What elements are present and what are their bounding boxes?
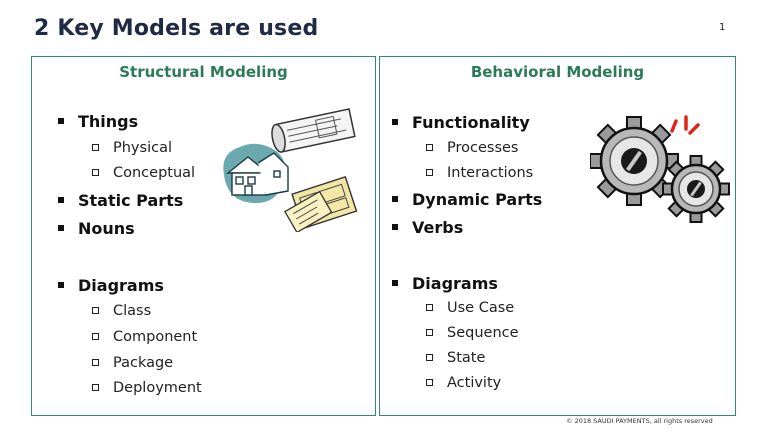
item-label: Nouns <box>78 219 135 238</box>
structural-modeling-heading: Structural Modeling <box>119 63 288 81</box>
sub-list-item: Class <box>92 303 151 319</box>
sub-list-item: Interactions <box>426 165 533 181</box>
sub-item-label: Class <box>113 303 152 319</box>
sub-item-label: Deployment <box>113 380 202 396</box>
sub-list-item: Physical <box>92 140 172 156</box>
sub-item-label: Package <box>113 355 174 371</box>
sub-list-item: Processes <box>426 140 518 156</box>
sub-list-item: Deployment <box>92 380 202 396</box>
page-number: 1 <box>719 22 726 33</box>
list-item: Functionality <box>392 113 530 132</box>
sub-item-label: Processes <box>447 140 519 156</box>
item-label: Verbs <box>412 218 464 237</box>
blueprint-house-icon <box>223 108 358 232</box>
sub-list-item: Use Case <box>426 300 514 316</box>
item-label: Dynamic Parts <box>412 190 543 209</box>
list-item: Things <box>58 112 138 131</box>
sub-item-label: State <box>447 350 486 366</box>
slide-title: 2 Key Models are used <box>34 16 319 41</box>
sub-item-label: Physical <box>113 140 172 156</box>
sub-list-item: Conceptual <box>92 165 195 181</box>
sub-list-item: Sequence <box>426 325 519 341</box>
behavioral-modeling-heading: Behavioral Modeling <box>470 63 645 81</box>
item-label: Diagrams <box>78 276 164 295</box>
sub-list-item: Package <box>92 355 173 371</box>
structural-modeling-panel: Structural Modeling Things Physical Conc… <box>31 56 376 416</box>
list-item: Diagrams <box>58 276 164 295</box>
list-item: Static Parts <box>58 191 183 210</box>
list-item: Dynamic Parts <box>392 190 542 209</box>
list-item: Nouns <box>58 219 135 238</box>
list-item: Verbs <box>392 218 463 237</box>
sub-list-item: Activity <box>426 375 501 391</box>
sub-item-label: Interactions <box>447 165 534 181</box>
item-label: Diagrams <box>412 274 498 293</box>
copyright-footer: © 2018 SAUDI PAYMENTS, all rights reserv… <box>566 417 713 425</box>
sub-list-item: Component <box>92 329 197 345</box>
sub-item-label: Sequence <box>447 325 519 341</box>
gears-icon <box>590 115 730 223</box>
sub-item-label: Component <box>113 329 198 345</box>
sub-item-label: Use Case <box>447 300 515 316</box>
sub-item-label: Conceptual <box>113 165 196 181</box>
item-label: Static Parts <box>78 191 184 210</box>
item-label: Things <box>78 112 139 131</box>
item-label: Functionality <box>412 113 530 132</box>
list-item: Diagrams <box>392 274 498 293</box>
sub-list-item: State <box>426 350 485 366</box>
sub-item-label: Activity <box>447 375 502 391</box>
behavioral-modeling-panel: Behavioral Modeling Functionality Proces… <box>379 56 736 416</box>
